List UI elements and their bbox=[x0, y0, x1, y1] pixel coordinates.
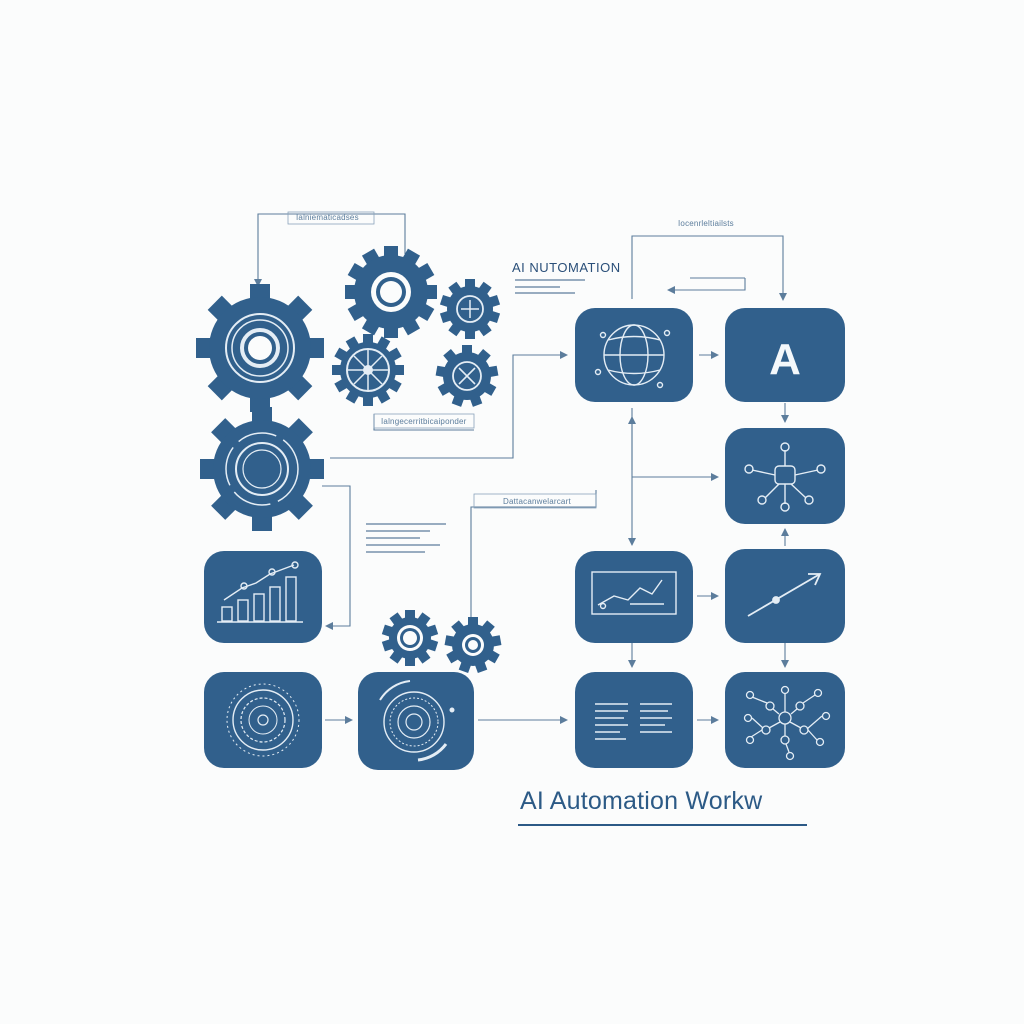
tile-network-hub[interactable] bbox=[725, 428, 845, 524]
connectors bbox=[254, 213, 789, 724]
top-right-caption: Iocenrleltiailsts bbox=[678, 219, 734, 228]
gear-pair-left-icon bbox=[381, 610, 439, 666]
tile-rotating-dial[interactable] bbox=[358, 672, 474, 770]
target-dial-icon bbox=[226, 683, 300, 757]
tile-globe[interactable] bbox=[575, 308, 693, 402]
rotating-dial-icon bbox=[379, 680, 455, 762]
connector-gears-to-globe bbox=[330, 351, 568, 459]
gear-small-icon bbox=[439, 279, 501, 339]
caption-boxes bbox=[287, 211, 597, 509]
gear-large-icon bbox=[196, 284, 324, 412]
neural-network-icon bbox=[743, 685, 831, 761]
brand-heading: AI NUTOMATION bbox=[512, 260, 621, 275]
tile-letter-a[interactable]: A bbox=[725, 308, 845, 402]
trend-arrow-icon bbox=[747, 573, 822, 617]
connector-top-right-bracket bbox=[631, 235, 787, 301]
title-underline bbox=[518, 824, 807, 826]
bar-chart-icon bbox=[217, 561, 303, 623]
mid-caption: Ialngecerritbicaiponder bbox=[381, 417, 467, 426]
gear-middle-icon bbox=[200, 407, 324, 531]
gear-top-icon bbox=[345, 246, 437, 338]
connector-topleft-bracket bbox=[254, 213, 406, 287]
tile-line-chart[interactable] bbox=[575, 551, 693, 643]
center-caption: Dattacanwelarcart bbox=[503, 497, 571, 506]
tile-bar-chart[interactable] bbox=[204, 551, 322, 643]
line-chart-icon bbox=[591, 571, 677, 615]
gear-pair-right-icon bbox=[444, 617, 502, 674]
text-line-decorations bbox=[366, 279, 585, 553]
connector-gear-to-barchart bbox=[322, 485, 351, 630]
tile-neural-network[interactable] bbox=[725, 672, 845, 768]
connector-back-arrow bbox=[667, 278, 746, 294]
gear-wheel-icon bbox=[332, 334, 404, 406]
globe-icon bbox=[594, 324, 671, 389]
gear-compass-icon bbox=[435, 345, 499, 407]
network-hub-icon bbox=[744, 442, 826, 512]
letter-a-icon: A bbox=[769, 335, 801, 384]
tile-growth-arrow[interactable] bbox=[725, 549, 845, 643]
tile-document[interactable] bbox=[575, 672, 693, 768]
main-title: AI Automation Workw bbox=[520, 787, 763, 815]
tile-target-dial[interactable] bbox=[204, 672, 322, 768]
document-text-icon bbox=[595, 703, 672, 740]
top-left-caption: Ialniematicadses bbox=[296, 213, 359, 222]
